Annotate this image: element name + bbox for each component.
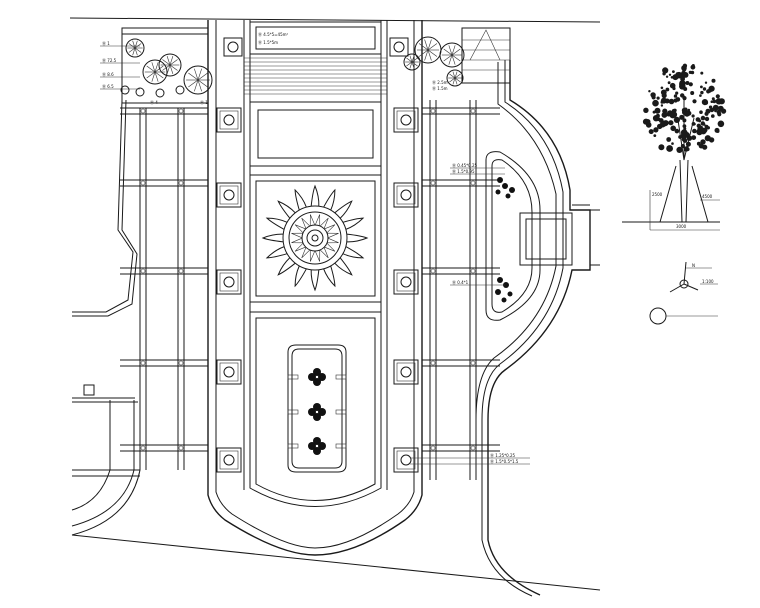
right-annotations: Ⓑ 0.45*0.25 Ⓑ 1.5*0.95 Ⓑ 0.4*1 Ⓑ 1.25*0.… (410, 162, 530, 465)
top-right-label-1: Ⓑ 2.5m (432, 79, 448, 85)
left-label-3: Ⓑ 8.6 (102, 71, 114, 77)
central-inner-outline (215, 20, 415, 549)
flower-motifs (308, 368, 326, 455)
left-label-2: Ⓑ 72.5 (102, 57, 117, 63)
top-bar-label-2: Ⓑ 1.5*5m (258, 39, 278, 45)
left-boundary (71, 99, 141, 536)
symbol-label-2: 1:100 (702, 279, 714, 284)
left-bottom-label-2: Ⓑ 1 (200, 99, 208, 105)
central-axis (207, 20, 423, 556)
tree-elevation-detail: 2500 4500 3000 (622, 63, 727, 231)
tree-canopy (642, 63, 727, 161)
plan-trees (120, 36, 465, 98)
bottom-boundary-line (71, 534, 601, 591)
right-terrace (475, 60, 600, 597)
top-bar-label-1: Ⓑ 4.5*5=45m² (258, 31, 289, 37)
right-lower-label-1: Ⓑ 1.25*0.25 (490, 452, 516, 458)
circle-symbol (649, 307, 718, 325)
tree-detail-dim-1: 2500 (652, 192, 663, 197)
left-annotations: Ⓑ 1 Ⓑ 72.5 Ⓑ 8.6 Ⓑ 6.5 Ⓑ 4 Ⓑ 1 (100, 27, 209, 105)
symbol-label-1: N (692, 263, 695, 268)
left-label-4: Ⓑ 6.5 (102, 83, 114, 89)
right-mid-label: Ⓑ 0.4*1 (452, 279, 469, 285)
top-right-stair: Ⓑ 2.5m Ⓑ 1.5m (432, 27, 511, 91)
tripod-stake-symbol: N 1:100 (669, 261, 718, 293)
left-bottom-label-1: Ⓑ 4 (150, 99, 158, 105)
pergola-grid (120, 100, 500, 480)
central-outer-outline (207, 20, 423, 556)
top-boundary-line (69, 17, 601, 23)
column-boxes (216, 107, 419, 473)
sun-medallion-panel (249, 174, 382, 303)
tree-detail-dim-2: 4500 (702, 194, 713, 199)
tree-detail-dim-3: 3000 (676, 224, 687, 229)
top-right-label-2: Ⓑ 1.5m (432, 85, 448, 91)
fountain-panel (249, 311, 382, 507)
left-label-1: Ⓑ 1 (102, 40, 110, 46)
right-lower-label-2: Ⓑ 1.5*0.5*1.5 (490, 458, 519, 464)
right-upper-label-1: Ⓑ 0.45*0.25 (452, 162, 478, 168)
top-planter: Ⓑ 4.5*5=45m² Ⓑ 1.5*5m (223, 21, 409, 95)
shrub-clusters (495, 177, 515, 303)
sun-motif (261, 184, 369, 292)
upper-panel (249, 101, 382, 167)
right-upper-label-2: Ⓑ 1.5*0.95 (452, 168, 475, 174)
